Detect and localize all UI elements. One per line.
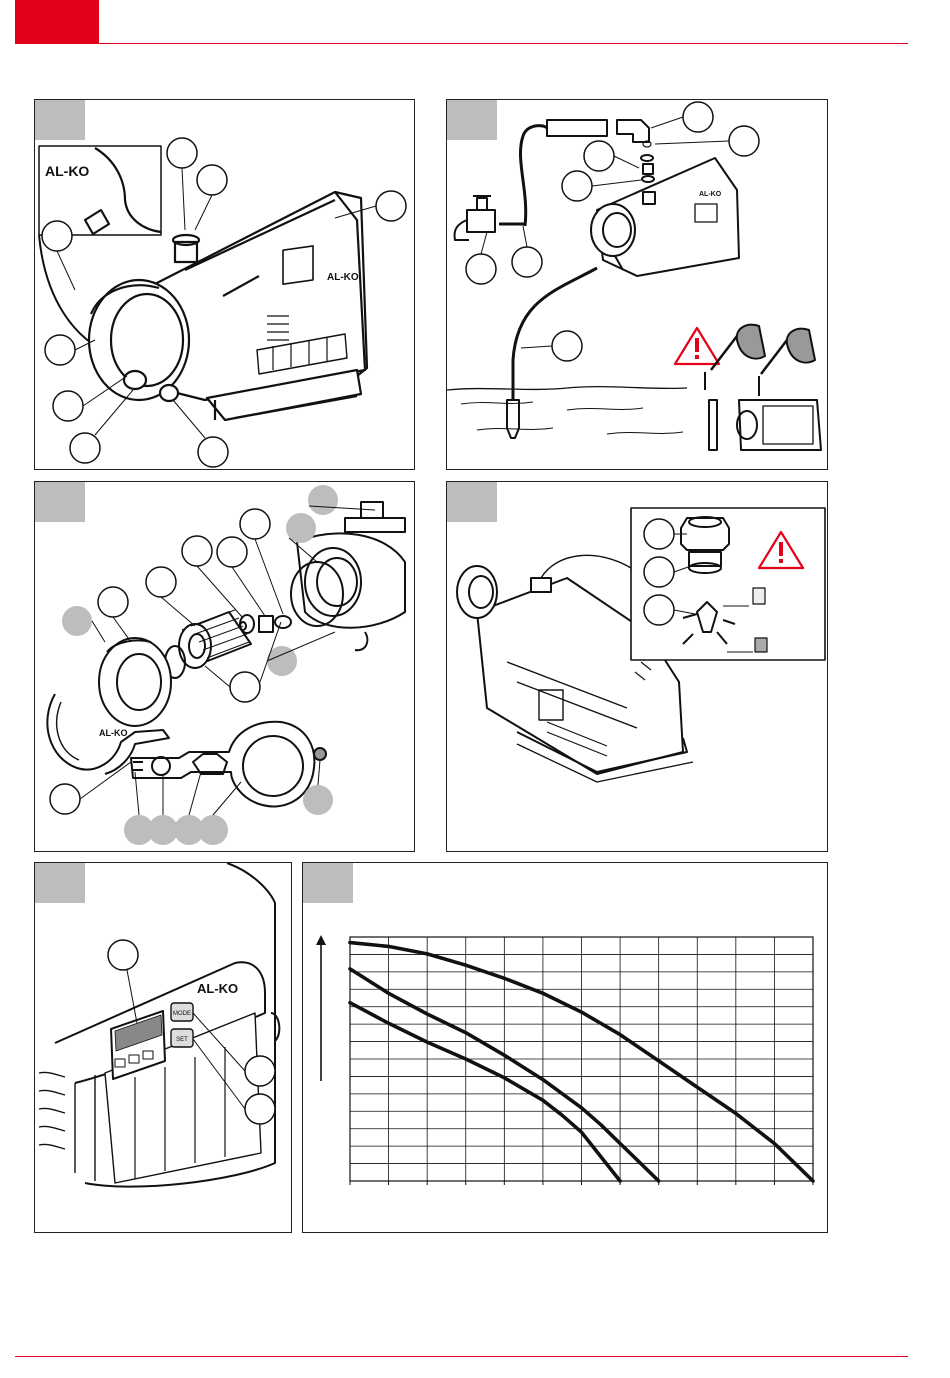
callout-circle <box>53 391 83 421</box>
header-rule <box>15 43 908 44</box>
svg-text:AL-KO: AL-KO <box>699 191 722 198</box>
grey-callout-circle <box>286 513 316 543</box>
callout-circle <box>245 1056 275 1086</box>
figure-control-panel: AL-KO MODE SET <box>34 862 292 1233</box>
figure-installation: AL-KO <box>446 99 828 470</box>
callout-circle <box>230 672 260 702</box>
callout-circle <box>70 433 100 463</box>
callout-circle <box>245 1094 275 1124</box>
callout-circle <box>146 567 176 597</box>
callout-circle <box>42 221 72 251</box>
callout-circle <box>729 126 759 156</box>
grey-callout-circle <box>62 606 92 636</box>
grey-callout-circle <box>308 485 338 515</box>
callout-circle <box>584 141 614 171</box>
callout-circle <box>167 138 197 168</box>
callout-circle <box>683 102 713 132</box>
callout-circle <box>198 437 228 467</box>
y-axis-arrow-head <box>316 935 326 945</box>
grey-callout-circle <box>303 785 333 815</box>
callout-circle <box>217 537 247 567</box>
callout-circle <box>562 171 592 201</box>
callout-circle <box>240 509 270 539</box>
inset-logo: AL-KO <box>45 163 89 179</box>
callout-circle <box>182 536 212 566</box>
pump-overview-drawing: AL-KO AL-KO <box>35 100 415 470</box>
callout-circle <box>644 595 674 625</box>
curve-series-3 <box>350 1003 620 1181</box>
callout-circle <box>552 331 582 361</box>
callout-circle <box>50 784 80 814</box>
callout-circle <box>45 335 75 365</box>
control-panel-drawing: AL-KO MODE SET <box>35 863 292 1233</box>
callout-circle <box>644 519 674 549</box>
callout-circle <box>98 587 128 617</box>
installation-drawing: AL-KO <box>447 100 828 470</box>
grey-callout-circle <box>198 815 228 845</box>
set-button-label: SET <box>176 1037 188 1043</box>
performance-chart <box>303 863 828 1233</box>
svg-text:AL-KO: AL-KO <box>99 728 128 738</box>
pump-logo: AL-KO <box>327 272 359 283</box>
mode-button-label: MODE <box>173 1011 191 1017</box>
filter-exploded-drawing: AL-KO <box>35 482 415 852</box>
svg-text:AL-KO: AL-KO <box>197 981 238 996</box>
callout-circle <box>197 165 227 195</box>
figure-performance-chart <box>302 862 828 1233</box>
callout-circle <box>376 191 406 221</box>
chapter-tab <box>15 0 99 44</box>
chart-grid <box>350 937 813 1185</box>
callout-circle <box>108 940 138 970</box>
footer-rule <box>15 1356 908 1357</box>
grey-callout-circle <box>148 815 178 845</box>
callout-circle <box>644 557 674 587</box>
pressure-switch-drawing <box>447 482 828 852</box>
figure-pump-overview: AL-KO AL-KO <box>34 99 415 470</box>
callout-circle <box>466 254 496 284</box>
figure-pressure-switch <box>446 481 828 852</box>
callout-circle <box>512 247 542 277</box>
figure-filter-exploded: AL-KO <box>34 481 415 852</box>
